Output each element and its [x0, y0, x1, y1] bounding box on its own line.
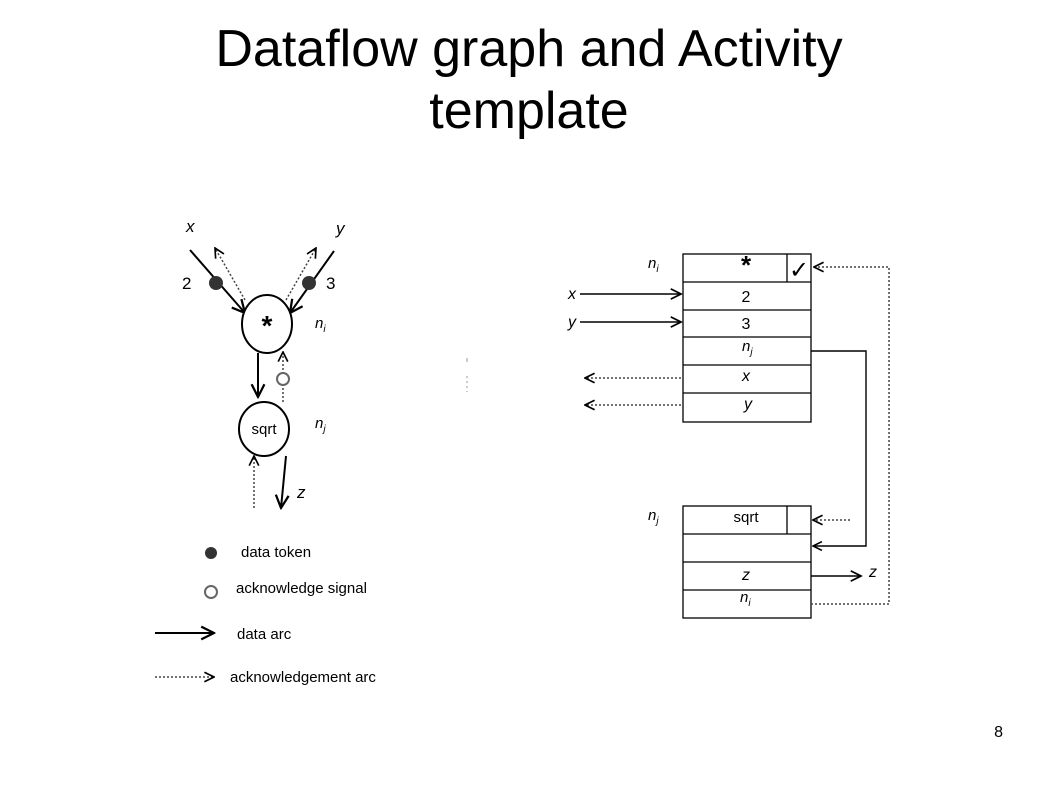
mult-template-operand2: 3: [742, 316, 751, 333]
legend-ack-signal-icon: [204, 585, 218, 599]
legend-data-arc: data arc: [237, 626, 292, 643]
graph-input-y-label: y: [335, 219, 346, 238]
sqrt-template-dest: z: [741, 567, 750, 584]
legend-data-token: data token: [241, 544, 311, 561]
mult-node-name: ni: [315, 315, 326, 335]
sqrt-template-name: nj: [648, 507, 659, 527]
mult-input-x-label: x: [567, 286, 577, 303]
graph-input-x-label: x: [185, 217, 195, 236]
token-y-value: 3: [326, 274, 335, 293]
dataflow-graph: x y 2 3 * ni sqrt nj z: [182, 217, 346, 508]
legend-ack-signal: acknowledge signal: [236, 580, 367, 597]
slide-title: Dataflow graph and Activity template: [0, 18, 1058, 142]
sqrt-template-opcode: sqrt: [733, 509, 759, 526]
mult-template-opcode: *: [741, 250, 752, 280]
graph-output-z-label: z: [296, 483, 306, 502]
ack-arc-to-y: [285, 248, 316, 301]
title-line-2: template: [429, 82, 629, 140]
data-token-x: [209, 276, 223, 290]
data-token-y: [302, 276, 316, 290]
legend: data token acknowledge signal data arc a…: [155, 544, 376, 686]
mult-node-symbol: *: [262, 310, 273, 341]
mult-template-dest: nj: [742, 338, 753, 358]
mult-template-ack1: x: [741, 368, 751, 385]
dest-arc-to-sqrt: [811, 350, 867, 546]
sqrt-node-label: sqrt: [251, 421, 277, 438]
ack-arc-to-mult-template: [811, 267, 890, 605]
title-line-1: Dataflow graph and Activity: [215, 20, 843, 78]
mult-template-operand1: 2: [742, 289, 751, 306]
arc-sqrt-output: [281, 455, 286, 508]
token-x-value: 2: [182, 274, 191, 293]
legend-data-token-icon: [205, 547, 217, 559]
mult-template-ack2: y: [743, 396, 753, 413]
sqrt-output-z-label: z: [868, 564, 877, 581]
legend-ack-arc: acknowledgement arc: [230, 669, 376, 686]
page-number: 8: [994, 724, 1003, 741]
mult-template-name: ni: [648, 255, 659, 275]
sqrt-activity-template: nj sqrt z ni z: [648, 505, 877, 619]
check-icon: ✓: [789, 257, 809, 284]
sqrt-node-name: nj: [315, 415, 326, 435]
mult-node: [241, 294, 293, 354]
ack-signal-token: [276, 372, 290, 386]
ack-arc-to-x: [215, 248, 246, 301]
sqrt-node: [238, 401, 290, 457]
mult-input-y-label: y: [567, 314, 577, 331]
mult-activity-template: ni * ✓ 2 3 nj x y x y: [567, 250, 812, 423]
sqrt-template-ack: ni: [740, 589, 751, 609]
